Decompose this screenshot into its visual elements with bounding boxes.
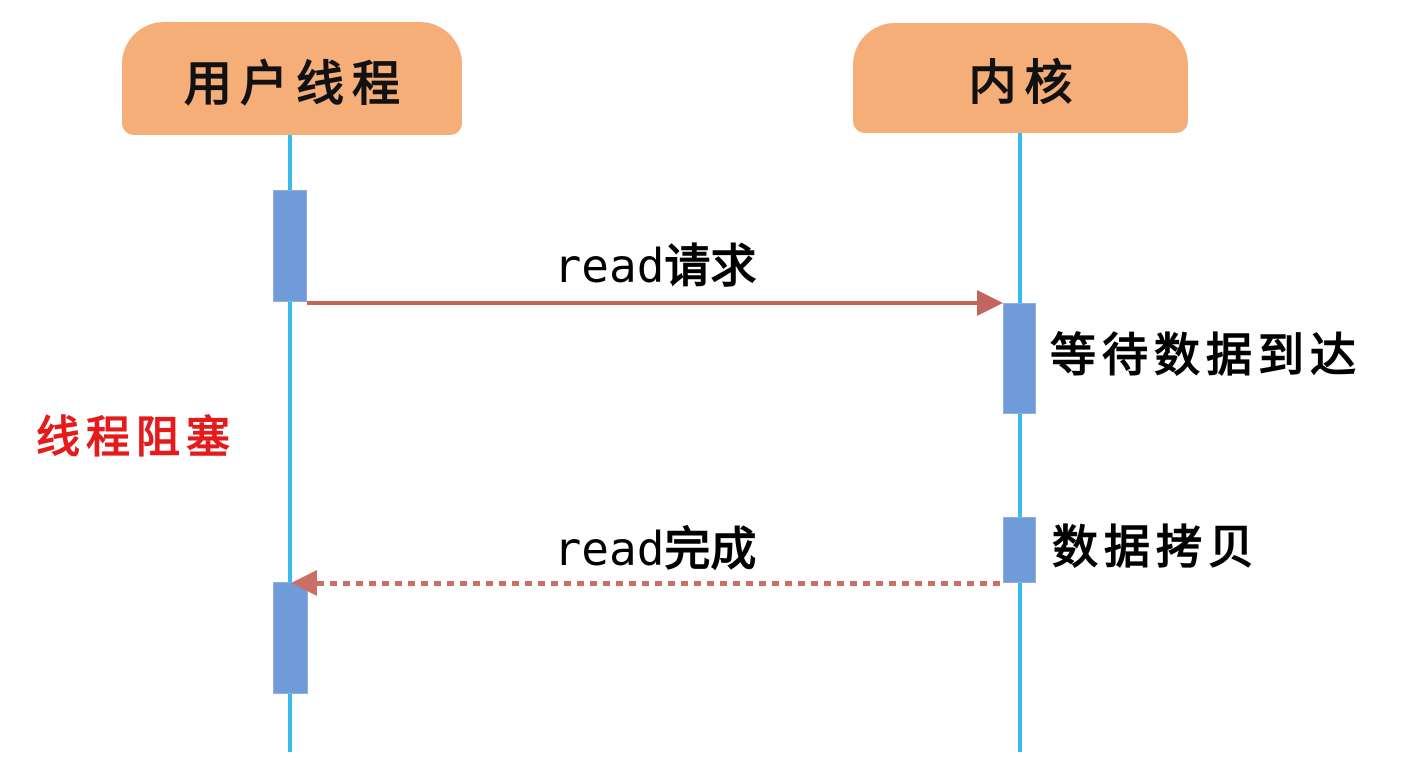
- message-line-read-request: [307, 301, 979, 305]
- actor-header-kernel: 内核: [853, 23, 1188, 133]
- message-label-read-complete: read完成: [450, 525, 860, 573]
- arrowhead-right-icon: [977, 290, 1003, 316]
- annotation-wait-for-data: 等待数据到达: [1050, 329, 1362, 381]
- message-label-read-request-code: read: [553, 239, 665, 293]
- message-label-read-complete-text: 完成: [664, 523, 757, 575]
- arrowhead-left-icon: [291, 570, 317, 596]
- annotation-data-copy: 数据拷贝: [1052, 521, 1260, 573]
- annotation-thread-blocked: 线程阻塞: [36, 413, 236, 462]
- activation-kernel-copy: [1003, 517, 1036, 583]
- lifeline-user-thread: [288, 135, 292, 752]
- activation-user-thread-1: [273, 190, 307, 302]
- actor-label-user-thread: 用户线程: [183, 57, 408, 111]
- activation-user-thread-2: [273, 582, 308, 694]
- message-label-read-complete-code: read: [553, 522, 665, 576]
- activation-kernel-wait: [1003, 303, 1036, 414]
- message-label-read-request-text: 请求: [664, 240, 757, 292]
- actor-header-user-thread: 用户线程: [122, 22, 462, 135]
- message-label-read-request: read请求: [450, 242, 860, 290]
- actor-label-kernel: 内核: [968, 57, 1081, 110]
- message-line-read-complete: [317, 581, 1003, 586]
- lifeline-kernel: [1018, 133, 1022, 752]
